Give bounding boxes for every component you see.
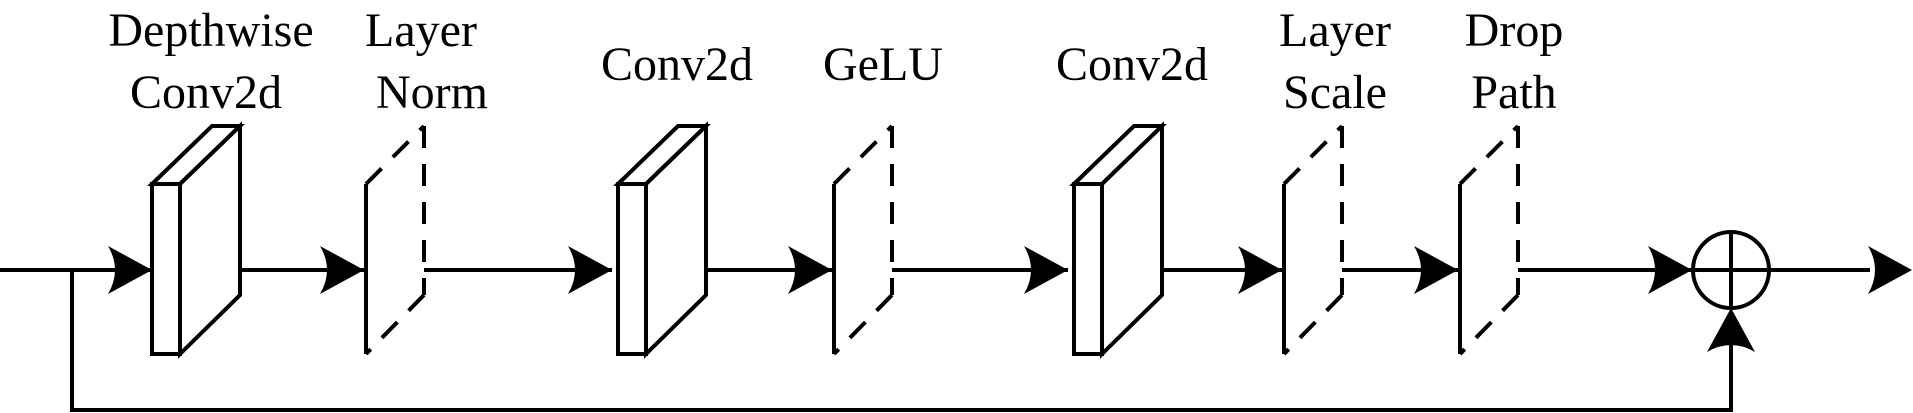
- label-depthwise-conv2d-line1: Depthwise: [108, 4, 313, 57]
- label-layer-norm: Layer Norm: [365, 4, 488, 119]
- arrowhead-into-layernorm: [320, 246, 364, 294]
- label-conv2d-2: Conv2d: [1056, 38, 1208, 91]
- arrowhead-residual-into-sum: [1707, 308, 1755, 352]
- sum-node: [1691, 230, 1771, 310]
- plane-layer-scale-bottom-edge: [1282, 293, 1344, 356]
- label-drop-path-line2: Path: [1471, 66, 1556, 119]
- label-layer-scale-line2: Scale: [1283, 66, 1387, 119]
- label-gelu-line1: GeLU: [823, 38, 943, 91]
- connectors: [0, 268, 1870, 412]
- plane-drop-path-bottom-edge: [1458, 293, 1520, 356]
- plane-gelu-bottom-edge: [832, 293, 894, 356]
- label-layer-scale: Layer Scale: [1279, 4, 1391, 119]
- label-conv2d-2-line1: Conv2d: [1056, 38, 1208, 91]
- arrowheads: [108, 246, 1912, 352]
- plane-drop-path-top-edge: [1458, 124, 1520, 186]
- label-layer-scale-line1: Layer: [1279, 4, 1391, 57]
- label-depthwise-conv2d-line2: Conv2d: [130, 66, 282, 119]
- arrowhead-into-conv2d-2: [1024, 246, 1068, 294]
- label-drop-path: Drop Path: [1465, 4, 1564, 119]
- arrowhead-into-depthwise: [108, 246, 152, 294]
- plane-layer-norm-bottom-edge: [364, 293, 426, 356]
- plane-gelu: [832, 124, 894, 356]
- plane-layer-scale-top-edge: [1282, 124, 1344, 186]
- label-layer-norm-line1: Layer: [365, 4, 477, 57]
- arrowhead-into-conv2d-1: [568, 246, 612, 294]
- arrowhead-into-sum: [1648, 246, 1692, 294]
- arrowhead-into-layerscale: [1238, 246, 1282, 294]
- arrowhead-into-gelu: [788, 246, 832, 294]
- label-conv2d-1-line1: Conv2d: [601, 38, 753, 91]
- block-conv2d-2-front: [1072, 182, 1104, 356]
- plane-gelu-top-edge: [832, 124, 894, 186]
- plane-drop-path: [1458, 124, 1520, 356]
- label-drop-path-line1: Drop: [1465, 4, 1564, 57]
- block-depthwise-conv2d: [147, 121, 245, 359]
- residual-skip-connection: [70, 270, 1733, 412]
- label-depthwise-conv2d: Depthwise Conv2d: [108, 4, 313, 119]
- plane-layer-norm-top-edge: [364, 124, 426, 186]
- block-conv2d-1-front: [616, 182, 648, 356]
- label-conv2d-1: Conv2d: [601, 38, 753, 91]
- plane-layer-scale: [1282, 124, 1344, 356]
- arrowhead-into-droppath: [1414, 246, 1458, 294]
- label-layer-norm-line2: Norm: [376, 66, 488, 119]
- block-conv2d-2: [1069, 121, 1167, 359]
- label-gelu: GeLU: [823, 38, 943, 91]
- block-conv2d-1: [613, 121, 711, 359]
- plane-layer-norm: [364, 124, 426, 356]
- block-depthwise-conv2d-front: [150, 182, 182, 356]
- arrowhead-output: [1868, 246, 1912, 294]
